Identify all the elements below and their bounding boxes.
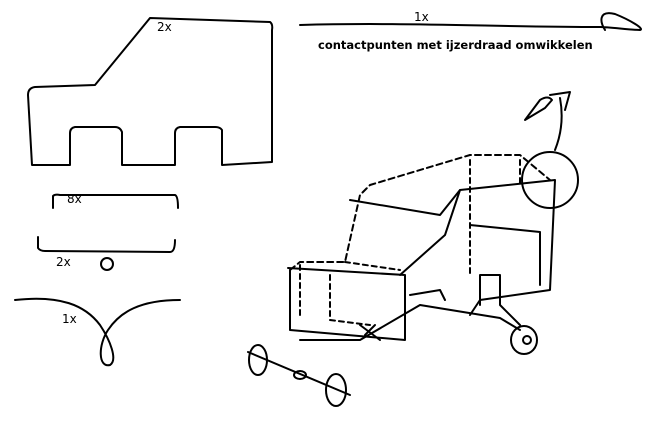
front-wheel-right xyxy=(325,373,347,407)
body-panel-count: 2x xyxy=(157,20,172,34)
wrapped-wire-detail xyxy=(524,96,553,121)
top-wire-count: 1x xyxy=(414,10,429,24)
top-wire-shape xyxy=(299,12,642,31)
instruction-caption: contactpunten met ijzerdraad omwikkelen xyxy=(318,38,593,52)
loop-wire-count: 1x xyxy=(62,312,77,326)
axle-ring-shape xyxy=(37,236,176,253)
detail-magnifier xyxy=(521,151,579,209)
detail-arrow xyxy=(549,91,571,151)
front-wheel-left xyxy=(248,344,268,376)
ring-shape xyxy=(100,257,114,271)
body-panel-shape xyxy=(27,17,274,166)
axle-ring-count: 2x xyxy=(56,255,71,269)
axle-strip-count: 8x xyxy=(67,192,82,206)
car-3d-sketch xyxy=(247,91,579,407)
front-axle xyxy=(247,351,351,396)
axle-strip-shape xyxy=(52,193,179,209)
rear-wheel xyxy=(510,325,538,355)
loop-wire-shape xyxy=(14,297,181,367)
